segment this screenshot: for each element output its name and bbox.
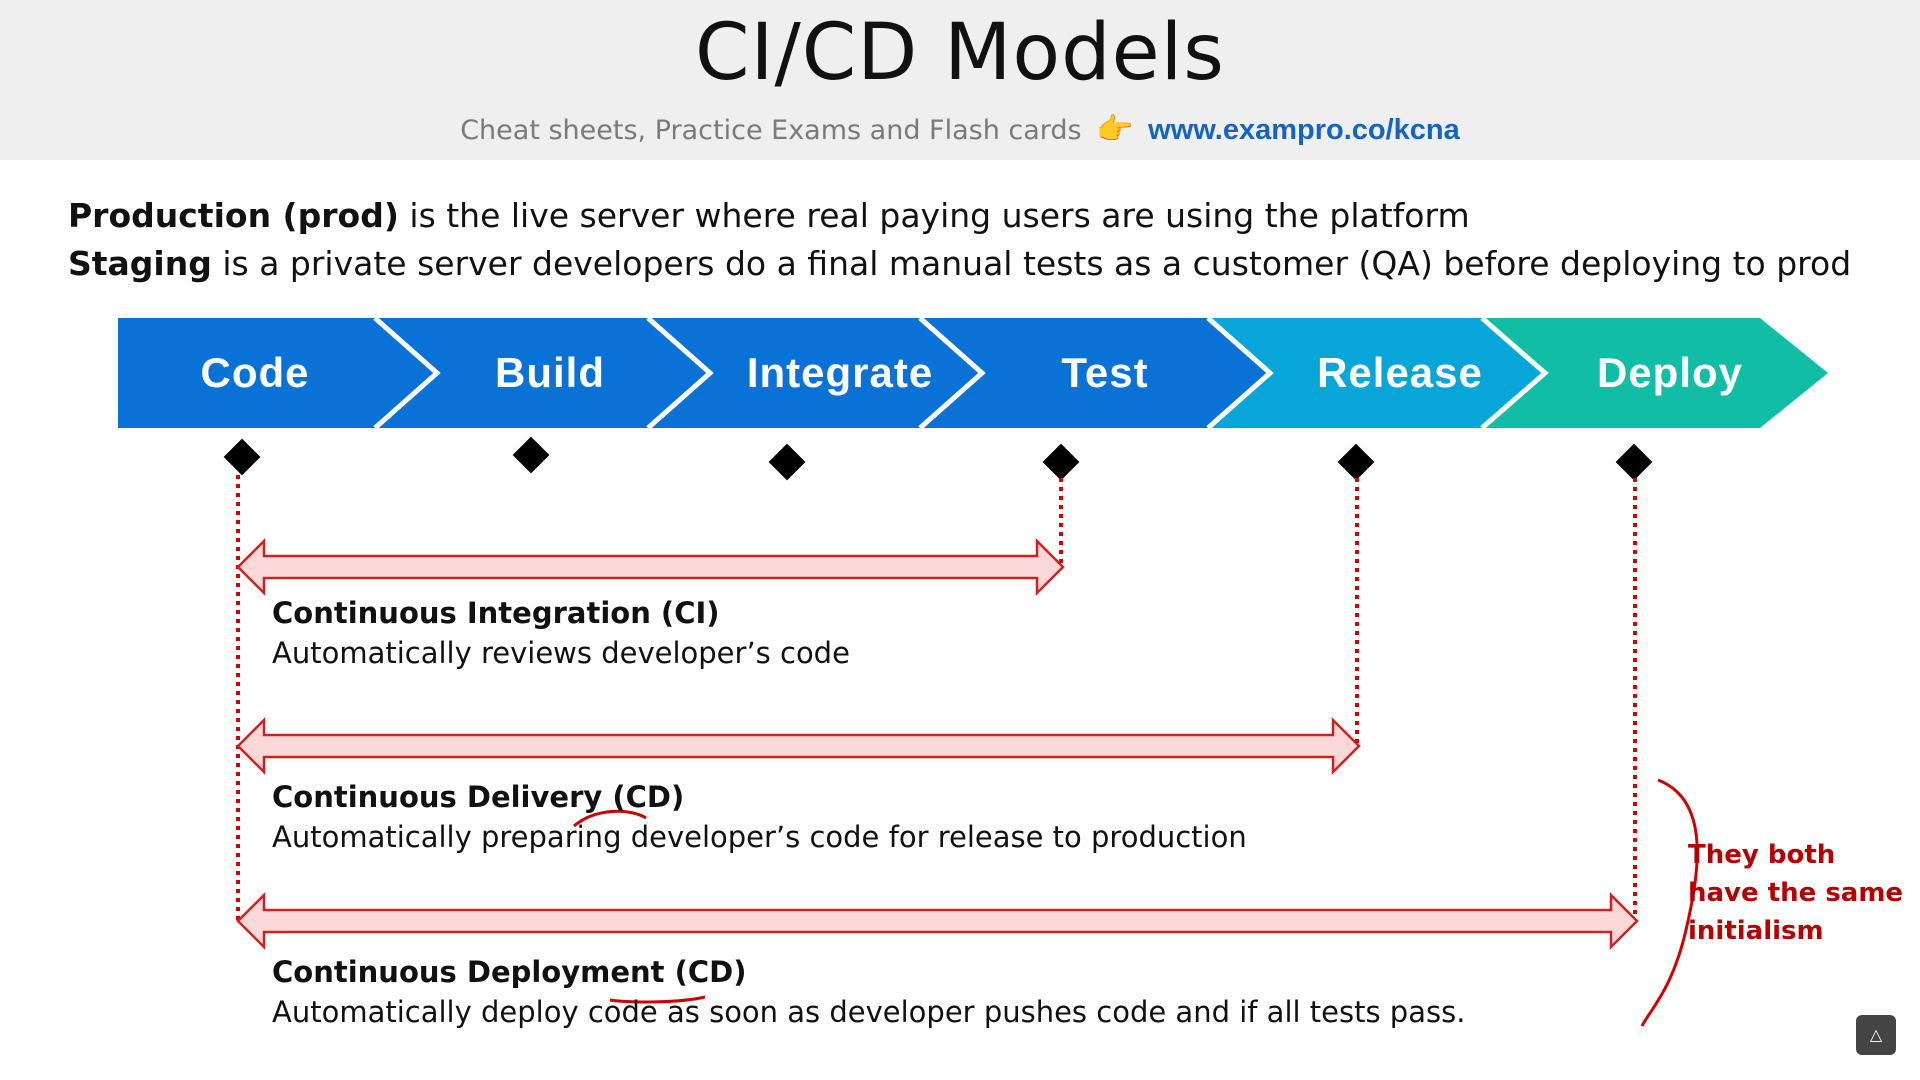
span-arrow-delivery	[236, 716, 1361, 776]
cd-underline-deployment	[609, 995, 706, 1004]
stage-label-release: Release	[1317, 349, 1483, 396]
stage-label-build: Build	[495, 349, 605, 396]
page-title: CI/CD Models	[695, 8, 1225, 98]
milestone-diamond-deploy	[1615, 443, 1653, 481]
milestone-diamond-code	[223, 438, 261, 476]
definition-term: Production (prod)	[68, 196, 399, 235]
note-line: They both	[1688, 840, 1836, 870]
span-arrow-deployment	[236, 891, 1639, 951]
header-band	[0, 0, 1920, 160]
milestone-diamond-build	[512, 436, 550, 474]
stage-label-integrate: Integrate	[746, 349, 934, 396]
model-name: Continuous Delivery (CD)	[272, 780, 1247, 814]
subtitle-row: Cheat sheets, Practice Exams and Flash c…	[0, 112, 1920, 147]
definition-production: Production (prod) is the live server whe…	[68, 192, 1851, 240]
milestone-diamond-test	[1042, 443, 1080, 481]
stage-label-test: Test	[1061, 349, 1149, 396]
model-description: Automatically deploy code as soon as dev…	[272, 995, 1466, 1029]
model-description: Automatically preparing developer’s code…	[272, 820, 1247, 854]
model-continuous-deployment: Continuous Deployment (CD) Automatically…	[272, 955, 1465, 1029]
model-ci: Continuous Integration (CI) Automaticall…	[272, 596, 850, 670]
model-name-abbr: (CD)	[674, 955, 747, 989]
annotation-bracket	[1640, 778, 1699, 1027]
definition-staging: Staging is a private server developers d…	[68, 240, 1851, 288]
definition-text: is a private server developers do a fina…	[211, 244, 1852, 283]
span-arrow-ci	[236, 537, 1065, 597]
stage-chevron-test	[920, 318, 1272, 428]
pointing-hand-icon: 👉	[1096, 112, 1134, 147]
model-name-main: Continuous Delivery	[272, 780, 613, 814]
stage-chevron-code	[118, 318, 439, 428]
definition-text: is the live server where real paying use…	[398, 196, 1470, 235]
milestone-diamond-integrate	[768, 443, 806, 481]
subtitle-text: Cheat sheets, Practice Exams and Flash c…	[460, 115, 1082, 146]
milestone-diamond-release	[1337, 443, 1375, 481]
model-continuous-delivery: Continuous Delivery (CD) Automatically p…	[272, 780, 1247, 854]
definitions: Production (prod) is the live server whe…	[68, 192, 1851, 288]
stage-chevron-release	[1208, 318, 1548, 428]
model-description: Automatically reviews developer’s code	[272, 636, 850, 670]
model-name-main: Continuous Integration (CI)	[272, 596, 720, 630]
model-name-abbr: (CD)	[612, 780, 685, 814]
stage-label-code: Code	[200, 349, 310, 396]
model-name: Continuous Deployment (CD)	[272, 955, 1465, 989]
model-name: Continuous Integration (CI)	[272, 596, 850, 630]
stage-label-deploy: Deploy	[1596, 349, 1744, 396]
definition-term: Staging	[68, 244, 212, 283]
channel-logo-icon[interactable]: △	[1856, 1015, 1896, 1055]
model-name-main: Continuous Deployment	[272, 955, 675, 989]
stage-chevron-build	[375, 318, 712, 428]
initialism-note: They both have the same initialism	[1688, 836, 1903, 950]
exampro-link[interactable]: www.exampro.co/kcna	[1148, 114, 1460, 146]
stage-chevron-integrate	[648, 318, 984, 428]
cd-underline-delivery	[573, 809, 647, 828]
stage-chevron-deploy	[1482, 318, 1828, 428]
note-line: initialism	[1688, 916, 1824, 946]
note-line: have the same	[1688, 878, 1904, 908]
